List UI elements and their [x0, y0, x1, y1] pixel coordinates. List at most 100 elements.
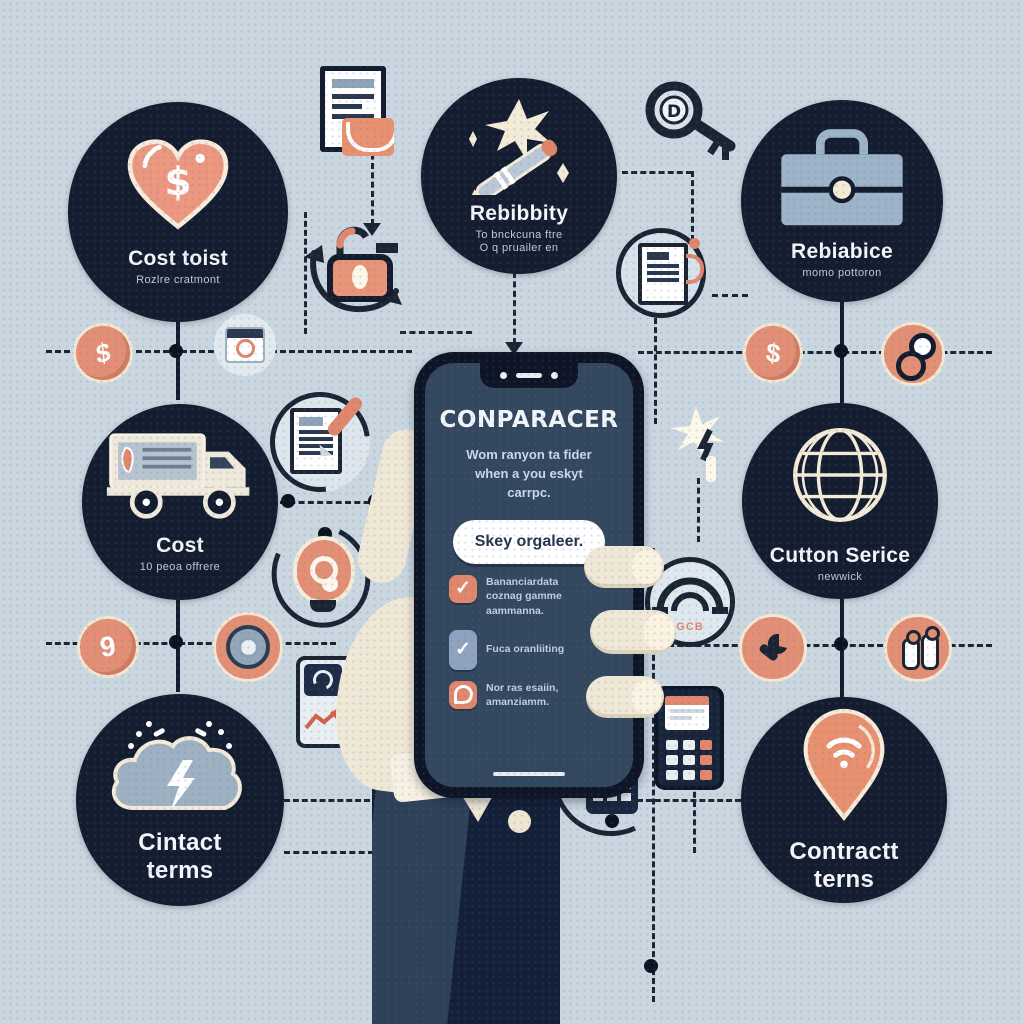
browser-window-icon — [214, 314, 276, 376]
coin-glyph: 9 — [98, 630, 118, 663]
checklist-text: Nor ras esaiin, amanziamm. — [486, 681, 558, 710]
connector-line — [691, 171, 694, 241]
junction-dot — [281, 494, 295, 508]
dollar-coin-icon: $ — [73, 323, 133, 383]
connector-line — [654, 318, 657, 424]
connector-line — [304, 212, 307, 334]
suit-lapel — [372, 780, 473, 1024]
arrow-down-icon — [363, 223, 381, 245]
intro-line: when a you eskyt — [475, 465, 583, 481]
fingertip — [644, 614, 674, 650]
document-pencil-icon — [249, 371, 391, 513]
junction-dot — [605, 814, 619, 828]
connector-line — [650, 644, 992, 647]
dollar-coin-icon: $ — [743, 323, 803, 383]
node-label: Rebiabice — [791, 240, 893, 263]
connector-line — [638, 351, 992, 354]
node-subtitle: newwick — [817, 571, 863, 583]
fingertip — [632, 680, 662, 714]
node-contract-terms[interactable]: Contractt terns — [741, 697, 947, 903]
checklist-item[interactable]: Nor ras esaiin, amanziamm. — [449, 680, 609, 710]
svg-text:D: D — [667, 102, 681, 122]
app-title: CONPARACER — [439, 407, 619, 433]
pen-sparkle-icon — [449, 98, 589, 208]
payment-terminal-icon — [654, 686, 724, 790]
shield-icon — [449, 680, 477, 709]
junction-dot — [644, 959, 658, 973]
document-envelope-icon — [302, 66, 394, 166]
connector-line — [637, 799, 741, 802]
node-label: Contractt — [789, 837, 899, 865]
connector-line — [712, 294, 748, 297]
node-rebiabice[interactable]: Rebiabice momo pottoron — [741, 100, 943, 302]
coin-glyph: $ — [94, 335, 112, 370]
connector-line — [697, 478, 700, 542]
checklist-text: Bananciardata coznag gamme aammanna. — [486, 575, 562, 619]
checklist-line: Bananciardata — [486, 575, 559, 588]
checklist-line: aammanna. — [486, 604, 544, 617]
check-icon: ✓ — [449, 629, 477, 670]
spark-figure-icon — [666, 404, 736, 484]
briefcase-icon — [767, 123, 917, 232]
connector-line — [46, 642, 336, 645]
globe-icon — [784, 419, 896, 536]
checklist-item[interactable]: ✓ Bananciardata coznag gamme aammanna. — [449, 574, 609, 619]
checklist-line: coznag gamme — [486, 590, 562, 603]
junction-dot — [834, 344, 848, 358]
node-subtitle: momo pottoron — [802, 267, 882, 279]
node-label: Cost — [156, 534, 204, 557]
key-organizer-button[interactable]: Skey orgaleer. — [453, 519, 605, 564]
connector-line — [622, 171, 692, 174]
node-rebibbity[interactable]: Rebibbity To bnckcuna ftre O q pruailer … — [421, 78, 617, 274]
checklist-line: amanziamm. — [486, 696, 550, 709]
suit-torso — [372, 780, 560, 1024]
percent-icon — [881, 322, 945, 386]
checklist-text: Fuca oranliiting — [486, 630, 564, 657]
node-label: terms — [146, 856, 214, 884]
lapel-pin — [508, 810, 531, 833]
node-subtitle: Rozlre cratmont — [136, 274, 220, 286]
connector-line — [513, 272, 516, 344]
fingertip — [632, 550, 662, 584]
hand-finger — [586, 676, 664, 718]
intro-line: carrpc. — [507, 484, 551, 500]
arrow-down-icon — [505, 342, 523, 364]
heart-dollar-icon: $ — [122, 138, 234, 239]
svg-text:$: $ — [165, 160, 192, 205]
node-label: Cintact — [138, 828, 222, 856]
node-label: terns — [813, 865, 875, 893]
checklist-line: Fuca oranliiting — [486, 642, 565, 655]
connector-line — [652, 610, 655, 1002]
junction-dot — [169, 635, 183, 649]
node-subtitle: 10 peoa offrere — [139, 561, 221, 573]
home-indicator — [493, 772, 565, 776]
connector-line — [284, 799, 370, 802]
nine-coin-icon: 9 — [77, 616, 139, 678]
connector-line — [400, 331, 472, 334]
magnifier-key-icon: D — [638, 80, 742, 166]
speaker-bar-icon — [516, 373, 542, 378]
phone-screen: CONPARACER Wom ranyon ta fider when a yo… — [425, 363, 633, 787]
connector-line — [693, 755, 696, 853]
app-intro-text: Wom ranyon ta fider when a you eskyt car… — [466, 446, 591, 503]
node-label: Rebibbity — [469, 201, 569, 225]
wrench-icon — [739, 614, 807, 682]
connector-line — [176, 320, 180, 400]
node-label: Cutton Serice — [769, 544, 911, 567]
node-cost[interactable]: Cost 10 peoa offrere — [82, 404, 278, 600]
check-icon: ✓ — [449, 574, 477, 603]
node-cutton-serice[interactable]: Cutton Serice newwick — [742, 403, 938, 599]
coin-glyph: $ — [764, 335, 782, 370]
checklist-line: Nor ras esaiin, — [486, 681, 559, 694]
people-icon — [884, 614, 952, 682]
node-label: Cost toist — [128, 247, 228, 270]
node-cost-toist[interactable]: $ Cost toist Rozlre cratmont — [68, 102, 288, 322]
connector-line — [371, 135, 374, 225]
phone-notch — [480, 363, 578, 388]
truck-icon — [105, 431, 255, 526]
node-subtitle: O q pruailer en — [479, 241, 559, 254]
node-cintact-terms[interactable]: Cintact terms — [76, 694, 284, 906]
camera-dot-icon — [500, 372, 507, 379]
checklist-item[interactable]: ✓ Fuca oranliiting — [449, 629, 609, 670]
